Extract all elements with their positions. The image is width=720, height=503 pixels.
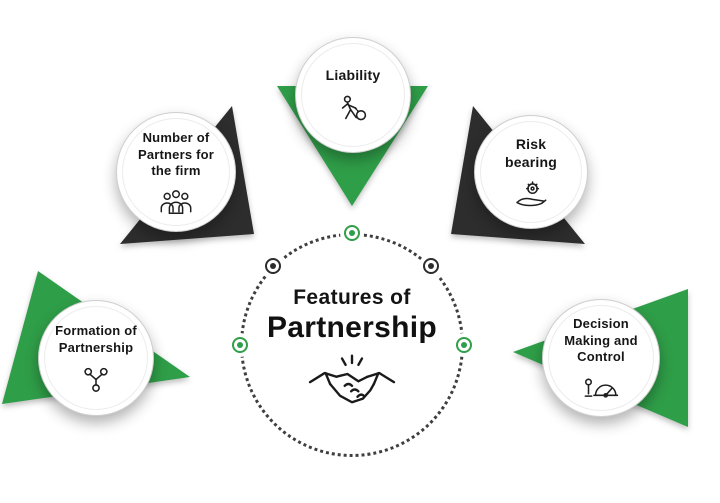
node-formation-of-partnership: Formation of Partnership xyxy=(38,300,154,416)
hand-with-gear-icon xyxy=(514,180,548,208)
branching-structure-icon xyxy=(82,366,110,393)
ring-marker-upper-right xyxy=(423,258,439,274)
node-risk-bearing-label: Risk bearing xyxy=(505,135,557,170)
handshake-icon xyxy=(306,353,398,420)
node-liability: Liability xyxy=(295,37,411,153)
node-risk-bearing: Risk bearing xyxy=(474,115,588,229)
center-title-line1: Features of xyxy=(293,286,411,309)
ring-marker-right xyxy=(456,337,472,353)
node-number-of-partners: Number of Partners for the firm xyxy=(116,112,236,232)
ring-marker-upper-left xyxy=(265,258,281,274)
node-liability-label: Liability xyxy=(325,66,381,83)
runner-with-weight-icon xyxy=(337,93,369,123)
node-decision-making-and-control: Decision Making and Control xyxy=(542,299,660,417)
ring-marker-left xyxy=(232,337,248,353)
ring-marker-top xyxy=(344,225,360,241)
node-number-of-partners-label: Number of Partners for the firm xyxy=(137,130,215,179)
node-decision-label: Decision Making and Control xyxy=(564,316,638,365)
group-of-partners-icon xyxy=(159,189,193,214)
center-title-line2: Partnership xyxy=(266,311,437,344)
gauge-with-person-icon xyxy=(583,375,619,400)
diagram-center: Features of Partnership xyxy=(240,286,464,420)
node-formation-label: Formation of Partnership xyxy=(55,323,137,355)
